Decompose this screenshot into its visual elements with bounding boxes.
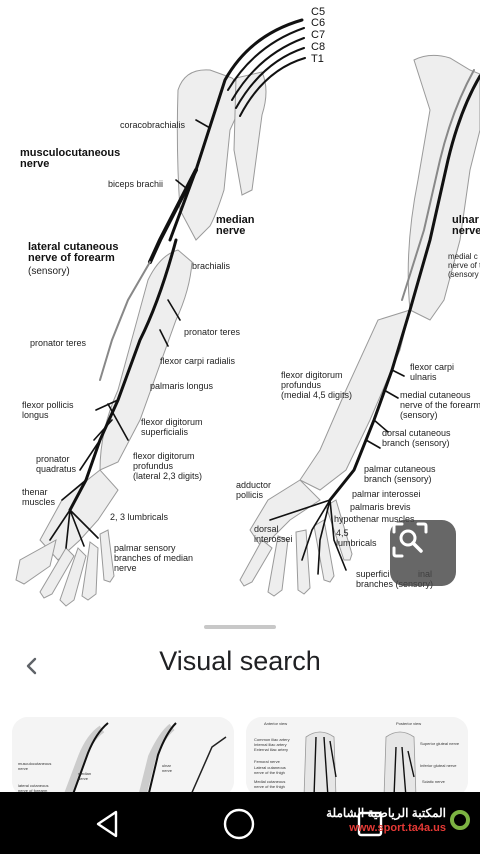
label-flexor-carpi-radialis: flexor carpi radialis — [160, 356, 236, 366]
back-button[interactable] — [14, 649, 48, 683]
thumb1-label-3: nerve — [78, 776, 89, 781]
label-flexor-pollicis-longus: flexor pollicis longus — [22, 400, 74, 420]
label-flexor-carpi-ulnaris: flexor carpi ulnaris — [410, 362, 455, 382]
thumb2-label-1: Posterior view — [396, 721, 421, 726]
thumb2-label-6: nerve of the thigh — [254, 784, 285, 789]
label-hypothenar-muscles: hypothenar muscles — [334, 514, 415, 524]
label-flexor-digitorum-superficialis: flexor digitorum superficialis — [141, 417, 203, 437]
root-label-t1: T1 — [311, 53, 324, 65]
thumb2-label-4: nerve of the thigh — [254, 770, 285, 775]
label-pronator-teres-left: pronator teres — [30, 338, 87, 348]
label-flexor-digitorum-profundus-medial: flexor digitorum profundus (medial 4,5 d… — [281, 370, 353, 400]
lens-search-icon — [392, 522, 428, 558]
thumb2-label-7: Sciatic nerve — [422, 779, 446, 784]
visual-search-sheet: Visual search musculocutaneous nerve med… — [0, 625, 480, 797]
anatomy-image[interactable]: C5 C6 C7 C8 T1 coracobrachialis musculoc… — [0, 0, 480, 625]
label-brachialis: brachialis — [192, 261, 231, 271]
thumb2-label-11: Internal iliac artery — [254, 742, 287, 747]
nav-back-icon — [96, 810, 118, 838]
chevron-left-icon — [26, 657, 37, 675]
thumb2-label-3: Lateral cutaneous — [254, 765, 286, 770]
nav-home-icon — [223, 808, 255, 840]
nav-recents-icon — [357, 811, 383, 837]
watermark-logo-icon — [450, 810, 470, 830]
label-palmaris-brevis: palmaris brevis — [350, 502, 411, 512]
label-2-3-lumbricals: 2, 3 lumbricals — [110, 512, 169, 522]
label-thenar-muscles: thenar muscles — [22, 487, 56, 507]
thumb2-label-2: Femoral nerve — [254, 759, 281, 764]
thumbnail-1-image: musculocutaneous nerve median nerve late… — [12, 717, 234, 797]
thumb1-label-6: ulnar — [162, 763, 172, 768]
root-label-c8: C8 — [311, 41, 326, 53]
lens-search-button[interactable] — [390, 520, 456, 586]
thumbnail-2-image: Anterior view Posterior view Femoral ner… — [246, 717, 468, 797]
root-label-c6: C6 — [311, 17, 326, 29]
watermark-overlay: المكتبة الرياضية الشاملة www.sport.ta4a.… — [320, 804, 470, 844]
label-palmar-sensory-branches: palmar sensory branches of median nerve — [114, 543, 194, 573]
label-coracobrachialis: coracobrachialis — [120, 120, 186, 130]
label-palmar-cutaneous-branch: palmar cutaneous branch (sensory) — [364, 464, 436, 484]
thumb2-label-12: External iliac artery — [254, 747, 288, 752]
watermark-arabic-text: المكتبة الرياضية الشاملة — [326, 806, 446, 820]
label-pronator-quadratus: pronator quadratus — [36, 454, 77, 474]
thumb2-label-0: Anterior view — [264, 721, 287, 726]
label-median-nerve: median nerve — [216, 214, 255, 237]
thumb1-label-1: nerve — [18, 766, 29, 771]
label-lateral-cutaneous-nerve: lateral cutaneous nerve of forearm — [28, 241, 119, 264]
thumb1-label-0: musculocutaneous — [18, 761, 51, 766]
label-dorsal-interossei: dorsal interossei — [254, 524, 293, 544]
nav-back-button[interactable] — [88, 804, 128, 844]
root-label-c5: C5 — [311, 6, 326, 18]
label-ulnar-nerve: ulnar nerve — [452, 214, 480, 237]
thumb1-label-4: lateral cutaneous — [18, 783, 48, 788]
watermark-url: www.sport.ta4a.us — [349, 822, 446, 834]
label-medial-cutaneous-partial: medial c nerve of t (sensory — [448, 252, 480, 279]
thumb1-label-2: median — [78, 771, 91, 776]
label-pronator-teres-right: pronator teres — [184, 327, 241, 337]
label-flexor-digitorum-profundus-lateral: flexor digitorum profundus (lateral 2,3 … — [133, 451, 203, 481]
thumb2-label-5: Medial cutaneous — [254, 779, 285, 784]
label-musculocutaneous-nerve: musculocutaneous nerve — [20, 147, 121, 170]
nav-recents-button[interactable] — [350, 804, 390, 844]
sheet-title: Visual search — [159, 646, 321, 676]
label-adductor-pollicis: adductor pollicis — [236, 480, 272, 500]
thumb2-label-10: Common iliac artery — [254, 737, 290, 742]
thumb1-label-7: nerve — [162, 768, 173, 773]
label-medial-cutaneous-forearm: medial cutaneous nerve of the forearm (s… — [400, 390, 480, 420]
root-label-c7: C7 — [311, 29, 326, 41]
sheet-drag-handle[interactable] — [204, 625, 276, 629]
label-dorsal-cutaneous-branch: dorsal cutaneous branch (sensory) — [382, 428, 451, 448]
label-sensory: (sensory) — [28, 266, 70, 277]
thumb2-label-8: Superior gluteal nerve — [420, 741, 460, 746]
arm-nerves-illustration — [15, 18, 480, 607]
system-navigation-bar: المكتبة الرياضية الشاملة www.sport.ta4a.… — [0, 792, 480, 854]
result-thumbnail-1[interactable]: musculocutaneous nerve median nerve late… — [12, 717, 234, 797]
label-4-5-lumbricals: 4,5 lumbricals — [336, 528, 377, 548]
label-palmar-interossei: palmar interossei — [352, 489, 421, 499]
thumb2-label-9: Inferior gluteal nerve — [420, 763, 457, 768]
thumb1-label-5: nerve of forearm — [18, 788, 48, 793]
nav-home-button[interactable] — [219, 804, 259, 844]
label-palmaris-longus: palmaris longus — [150, 381, 214, 391]
result-thumbnail-2[interactable]: Anterior view Posterior view Femoral ner… — [246, 717, 468, 797]
label-biceps-brachii: biceps brachii — [108, 179, 164, 189]
